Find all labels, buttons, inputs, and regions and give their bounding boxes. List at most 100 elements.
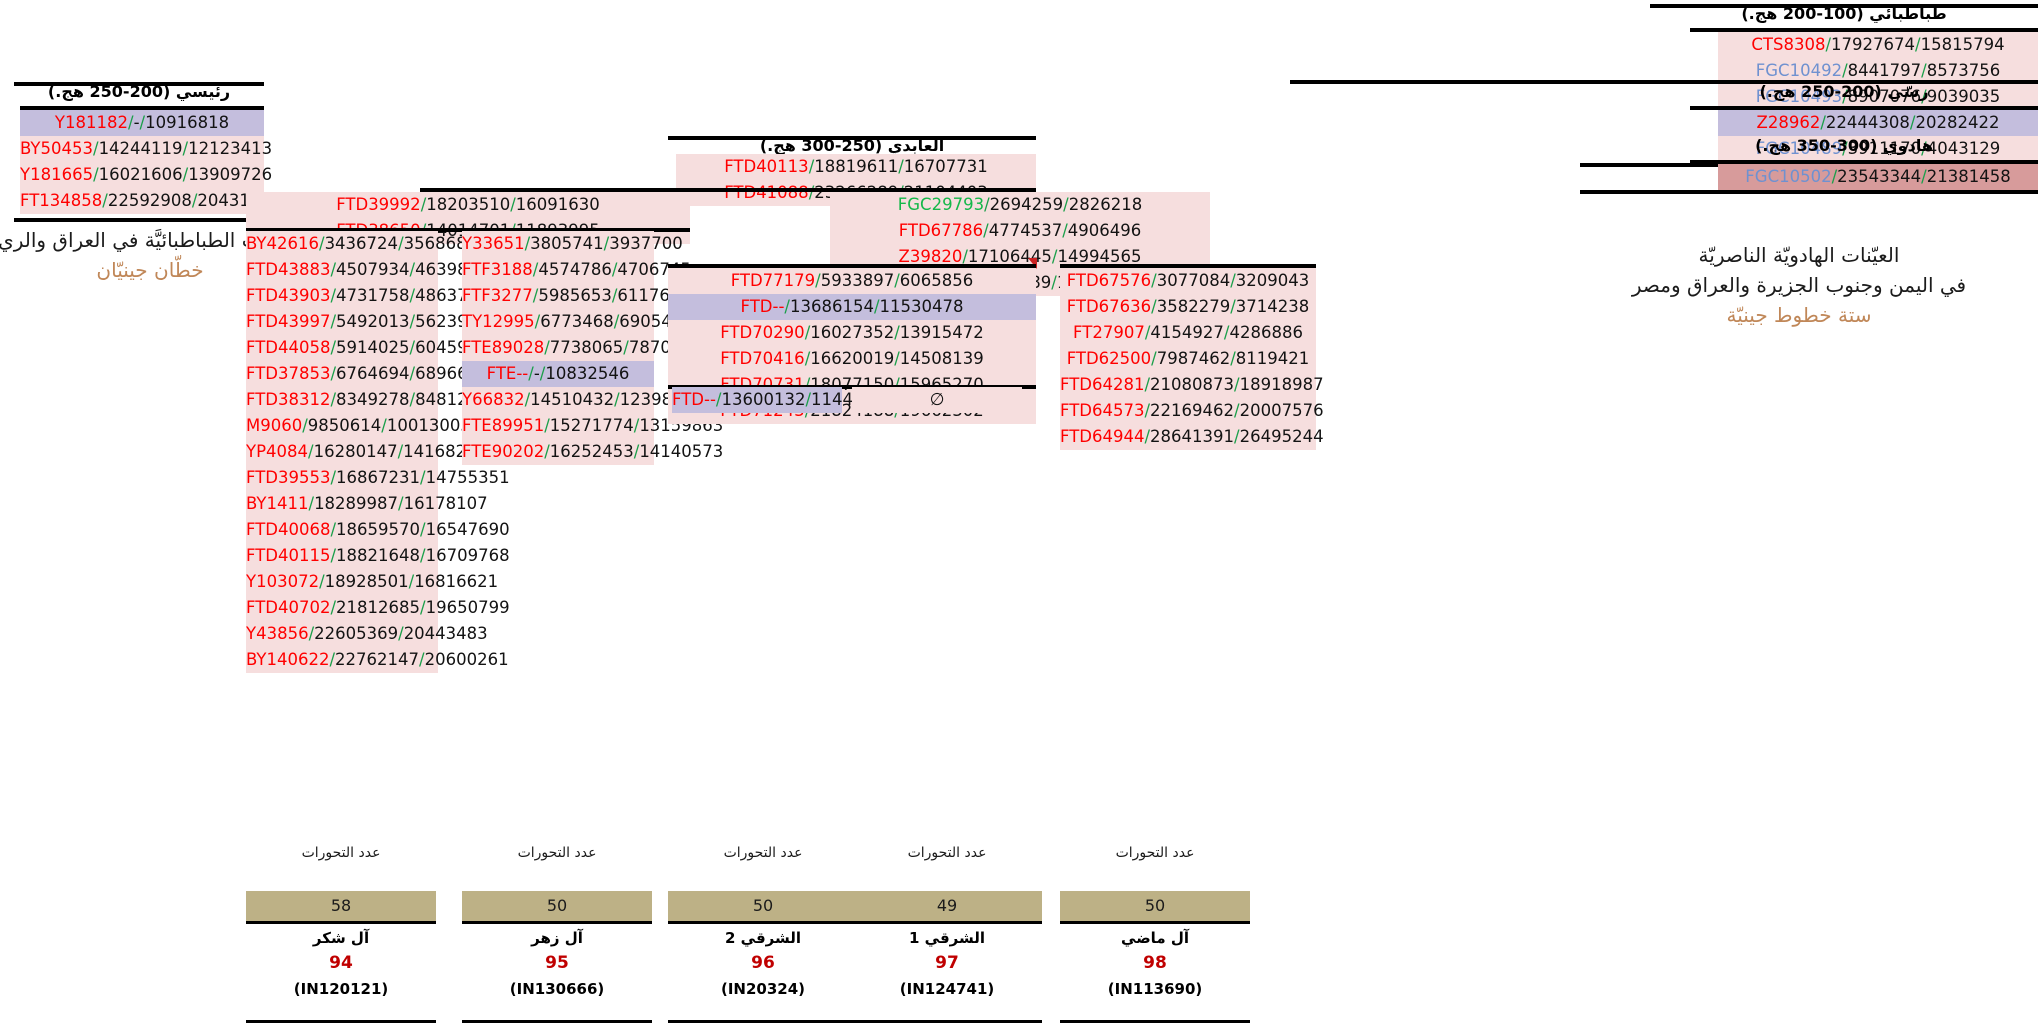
separator: / bbox=[381, 416, 387, 435]
snp-label: FTD40068 bbox=[246, 520, 331, 539]
position-value-1: 18289987 bbox=[314, 494, 399, 513]
position-value-2: 16178107 bbox=[403, 494, 488, 513]
separator: / bbox=[633, 442, 640, 461]
snp-label: Y66832 bbox=[462, 390, 525, 409]
separator: / bbox=[534, 312, 541, 331]
legend-header-label: عدد التحورات bbox=[301, 845, 381, 861]
position-value-2: 14755351 bbox=[425, 468, 510, 487]
separator: / bbox=[544, 442, 550, 461]
separator: / bbox=[330, 598, 337, 617]
legend-mutation-count: 58 bbox=[246, 891, 436, 921]
separator: / bbox=[330, 338, 337, 357]
legend-mutation-count: 50 bbox=[462, 891, 652, 921]
snp-label: Y181182 bbox=[54, 113, 128, 132]
separator: / bbox=[330, 312, 337, 331]
separator: / bbox=[330, 520, 337, 539]
position-value-1: 16280147 bbox=[313, 442, 398, 461]
position-value-2: 8119421 bbox=[1235, 349, 1310, 368]
position-value-2: 9039035 bbox=[1926, 87, 2001, 106]
snp-label: FTF3188 bbox=[462, 260, 533, 279]
snp-label: FTD40115 bbox=[246, 546, 331, 565]
separator: / bbox=[1842, 139, 1848, 158]
separator: / bbox=[898, 157, 904, 176]
separator: / bbox=[1151, 271, 1157, 290]
separator: / bbox=[1144, 375, 1151, 394]
snp-label: CTS8308 bbox=[1751, 35, 1826, 54]
legend-branch-number: 96 bbox=[751, 953, 775, 973]
position-value-2: 4043129 bbox=[1926, 139, 2001, 158]
haplo-block-hadawi: FGC10502/23543344/21381458 bbox=[1718, 164, 2038, 190]
haplo-row: Y33651/3805741/3937700 bbox=[462, 231, 683, 257]
snp-label: FTE90202 bbox=[462, 442, 545, 461]
separator: / bbox=[715, 390, 722, 409]
snp-label: FTD64281 bbox=[1060, 375, 1145, 394]
snp-label: Y33651 bbox=[462, 234, 525, 253]
legend-rule bbox=[852, 921, 1042, 924]
legend-branch-number: 95 bbox=[545, 953, 569, 973]
separator: / bbox=[330, 286, 337, 305]
position-value-2: 21381458 bbox=[1926, 167, 2011, 186]
haplo-row: FTD--/13600132/11444456 bbox=[672, 387, 895, 413]
snp-label: M9060 bbox=[246, 416, 303, 435]
position-value-1: 14244119 bbox=[98, 139, 183, 158]
snp-label: FTE89951 bbox=[462, 416, 545, 435]
separator: / bbox=[1921, 139, 1927, 158]
snp-label: Y181665 bbox=[20, 165, 94, 184]
snp-label: FTD40702 bbox=[246, 598, 331, 617]
separator: / bbox=[524, 234, 531, 253]
position-value-1: 4731758 bbox=[336, 286, 410, 305]
haplo-row: FTD64281/21080873/18918987 bbox=[1060, 372, 1324, 398]
snp-label: FTD-- bbox=[740, 297, 785, 316]
separator: / bbox=[613, 312, 620, 331]
haplo-row: Y181182/-/10916818 bbox=[20, 110, 264, 136]
separator: / bbox=[409, 338, 416, 357]
position-value-2: 16816621 bbox=[414, 572, 499, 591]
clade-title-raisi: رئيسي (200-250 هج.) bbox=[47, 82, 231, 101]
legend-rule bbox=[462, 921, 652, 924]
rule-raisi-under bbox=[20, 106, 264, 110]
separator: / bbox=[611, 260, 618, 279]
position-value-1: 5914025 bbox=[336, 338, 410, 357]
position-value-1: 22169462 bbox=[1150, 401, 1235, 420]
separator: / bbox=[1062, 221, 1068, 240]
haplo-row: BY1411/18289987/16178107 bbox=[246, 491, 488, 517]
haplo-row: FGC10489/3911170/4043129 bbox=[1718, 136, 2038, 162]
separator: / bbox=[330, 364, 337, 383]
separator: / bbox=[1051, 273, 1057, 292]
separator: / bbox=[1921, 87, 1927, 106]
separator: / bbox=[614, 390, 620, 409]
separator: / bbox=[93, 139, 99, 158]
separator: / bbox=[603, 234, 610, 253]
position-value-2: 8573756 bbox=[1926, 61, 2001, 80]
separator: / bbox=[1051, 247, 1058, 266]
haplo-row: CTS8308/17927674/15815794 bbox=[1718, 32, 2038, 58]
triangle-marker-icon bbox=[1028, 258, 1037, 269]
separator: / bbox=[510, 195, 516, 214]
haplo-row: FT134858/22592908/20431022 bbox=[20, 188, 281, 214]
haplo-row: BY50453/14244119/12123413 bbox=[20, 136, 272, 162]
separator: / bbox=[873, 297, 880, 316]
position-value-1: - bbox=[533, 364, 540, 383]
snp-label: TY12995 bbox=[462, 312, 535, 331]
position-value-2: 18918987 bbox=[1239, 375, 1324, 394]
snp-label: FGC29793 bbox=[897, 195, 985, 214]
legend-header-label: عدد التحورات bbox=[517, 845, 597, 861]
snp-label: FTD44058 bbox=[246, 338, 331, 357]
caption-right-line3: ستة خطوط جينيّة bbox=[1726, 303, 1872, 327]
separator: / bbox=[784, 297, 790, 316]
separator: / bbox=[532, 260, 539, 279]
position-value-1: 5933897 bbox=[820, 271, 895, 290]
clade-title-rassi: رسّي (200-250 هج.) bbox=[1759, 82, 1929, 101]
snp-label: BY50453 bbox=[20, 139, 93, 158]
haplo-row: FT27907/4154927/4286886 bbox=[1060, 320, 1316, 346]
separator: / bbox=[894, 375, 900, 394]
snp-label: FTD64944 bbox=[1060, 427, 1145, 446]
position-value-1: 16027352 bbox=[810, 323, 895, 342]
position-value-2: 16709768 bbox=[425, 546, 510, 565]
rule-tabatabai-top bbox=[1650, 4, 2038, 8]
position-value-1: 18819611 bbox=[814, 157, 899, 176]
